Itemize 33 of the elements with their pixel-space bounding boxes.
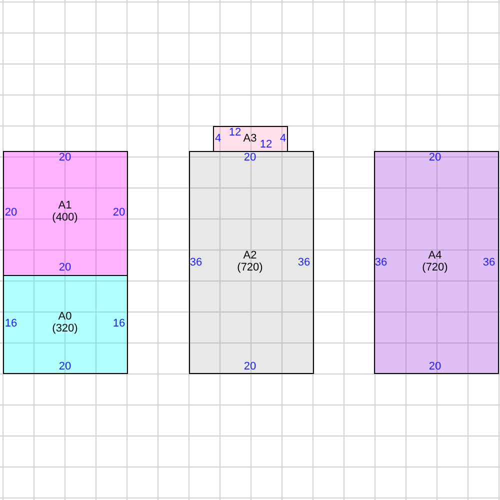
sheet-box (3, 151, 128, 276)
sheet-label: A0 (58, 312, 72, 322)
dimension-label: 4 (214, 134, 222, 144)
sheet-label: A2 (243, 250, 257, 262)
sheet-label: A1 (58, 200, 72, 212)
sheet-box (3, 275, 128, 374)
sheet-box (213, 126, 288, 152)
sheet-box (189, 151, 314, 374)
area-label: (720) (422, 262, 448, 274)
sheet-label: A4 (428, 250, 442, 262)
dimension-label: 20 (428, 152, 442, 164)
area-label: (400) (52, 212, 78, 224)
dimension-label: 36 (482, 258, 496, 268)
dimension-label: 12 (228, 128, 242, 138)
dimension-label: 20 (58, 152, 72, 164)
dimension-label: 20 (4, 208, 18, 218)
dimension-label: 20 (58, 362, 72, 372)
dimension-label: 16 (4, 318, 18, 330)
dimension-label: 12 (260, 140, 272, 150)
dimension-label: 20 (58, 262, 72, 274)
dimension-label: 20 (244, 152, 256, 164)
dimension-label: 36 (190, 258, 202, 268)
area-label: (720) (237, 262, 263, 274)
dimension-label: 36 (298, 258, 310, 268)
sheet-box (374, 151, 499, 374)
dimension-label: 20 (428, 362, 442, 372)
dimension-label: 20 (244, 362, 256, 372)
dimension-label: 36 (374, 258, 388, 268)
dimension-label: 16 (112, 318, 126, 330)
dimension-label: 20 (112, 208, 126, 218)
dimension-label: 4 (280, 134, 286, 144)
sheet-label: A3 (243, 134, 257, 144)
area-label: (320) (52, 324, 78, 334)
